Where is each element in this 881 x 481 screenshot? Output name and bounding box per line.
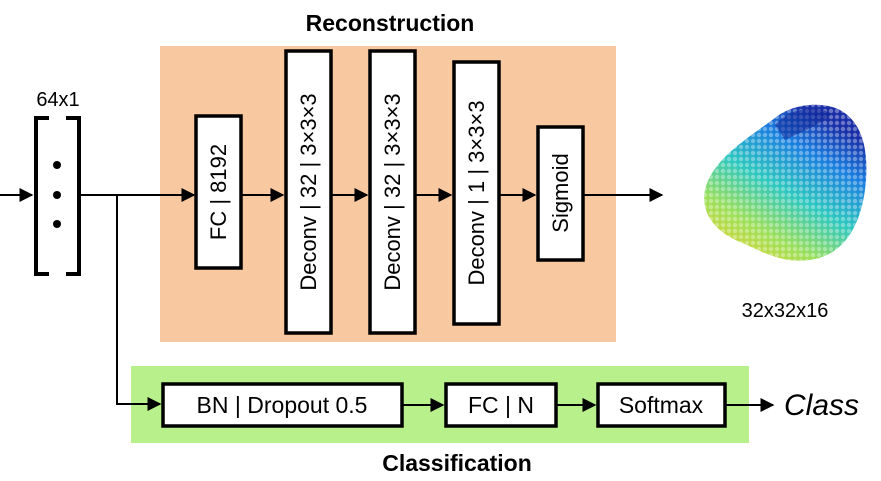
wire-branch-to-classification xyxy=(116,195,162,411)
class-block-softmax: Softmax xyxy=(596,382,727,428)
recon-block-sigmoid-label: Sigmoid xyxy=(548,153,573,232)
class-output-label: Class xyxy=(784,389,859,422)
recon-block-deconv-2-label: Deconv | 32 | 3×3×3 xyxy=(380,93,405,290)
class-block-bn-dropout-label: BN | Dropout 0.5 xyxy=(197,392,368,418)
recon-block-deconv-3: Deconv | 1 | 3×3×3 xyxy=(452,60,501,326)
class-block-bn-dropout: BN | Dropout 0.5 xyxy=(161,382,404,428)
recon-block-deconv-2: Deconv | 32 | 3×3×3 xyxy=(368,49,417,335)
class-block-fc-label: FC | N xyxy=(468,392,534,418)
recon-block-deconv-1-label: Deconv | 32 | 3×3×3 xyxy=(296,93,321,290)
recon-block-deconv-3-label: Deconv | 1 | 3×3×3 xyxy=(464,100,489,285)
3d-voxel-shape-icon xyxy=(704,104,867,261)
output-size-label: 32x32x16 xyxy=(742,300,829,322)
recon-block-deconv-1: Deconv | 32 | 3×3×3 xyxy=(284,49,333,335)
class-block-softmax-label: Softmax xyxy=(619,392,704,418)
recon-block-fc: FC | 8192 xyxy=(194,114,243,270)
classification-title: Classification xyxy=(382,450,532,476)
class-block-fc: FC | N xyxy=(444,382,558,428)
recon-block-sigmoid: Sigmoid xyxy=(536,125,585,262)
reconstruction-title: Reconstruction xyxy=(306,10,475,36)
input-size-label: 64x1 xyxy=(36,89,79,111)
recon-block-fc-label: FC | 8192 xyxy=(206,144,231,240)
input-vector xyxy=(34,116,81,276)
